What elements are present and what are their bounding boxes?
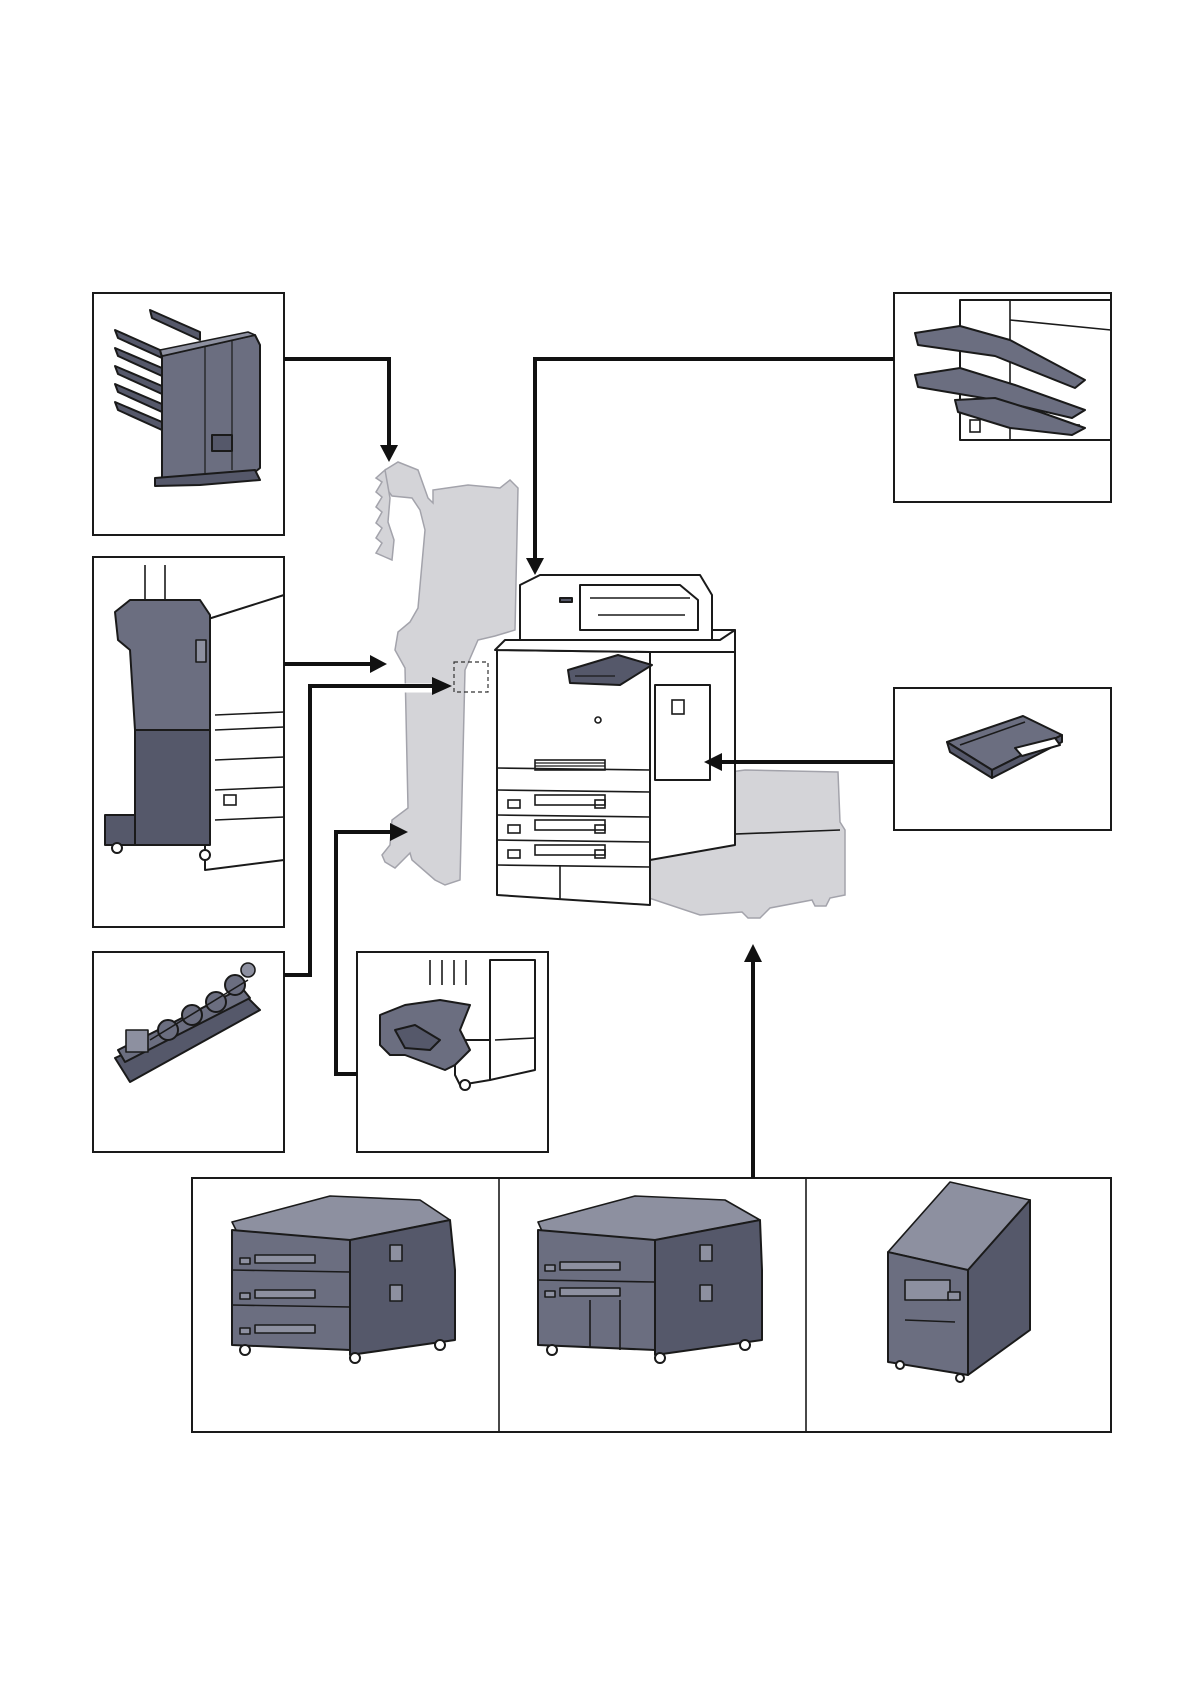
punch-unit-option-box (93, 952, 284, 1152)
side-feeder-3-tray-icon (232, 1196, 455, 1363)
side-feeder-option-row (192, 1178, 1111, 1432)
folding-unit-option-box (357, 952, 548, 1152)
bridge-unit-option-box (894, 688, 1111, 830)
finisher-option-box (93, 557, 284, 927)
mailbox-option-box (93, 293, 284, 535)
side-feeder-2-tray-icon (538, 1196, 762, 1363)
job-separator-option-box (894, 293, 1111, 502)
